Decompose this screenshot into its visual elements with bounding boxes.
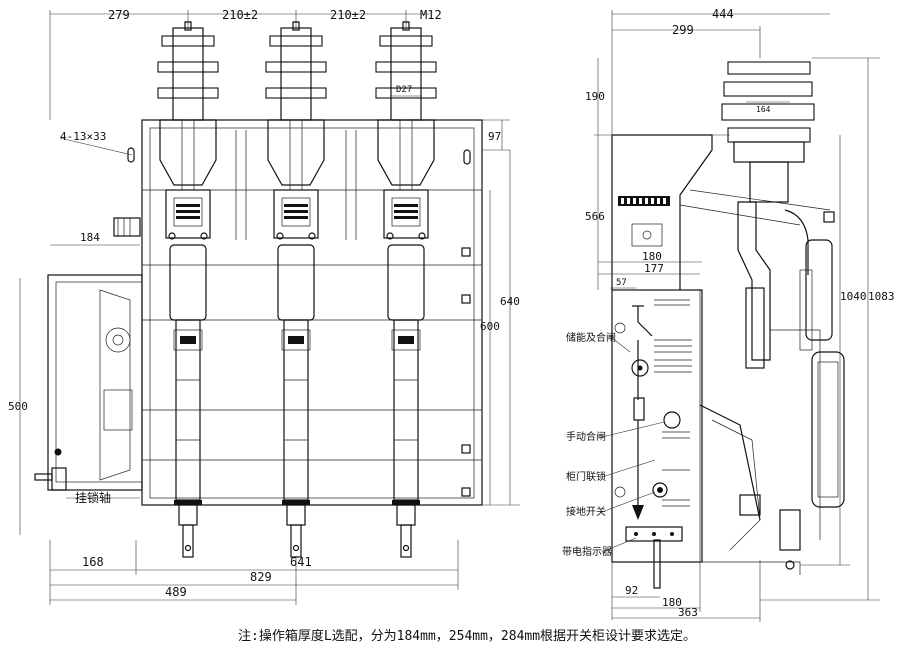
dim-279: 279 (108, 8, 130, 22)
dim-180-top: 180 (642, 250, 662, 263)
dim-489: 489 (165, 585, 187, 599)
dim-210-a: 210±2 (222, 8, 258, 22)
label-manual-close: 手动合闸 (566, 430, 606, 443)
footnote: 注:操作箱厚度L选配，分为184mm，254mm，284mm根据开关柜设计要求选… (238, 628, 696, 644)
dim-d27: D27 (396, 85, 412, 95)
dim-1083: 1083 (868, 290, 895, 303)
dim-444: 444 (712, 7, 734, 21)
dim-184: 184 (80, 231, 100, 244)
dim-500: 500 (8, 400, 28, 413)
dim-hole-callout: 4-13×33 (60, 130, 106, 143)
label-earthing-switch: 接地开关 (566, 505, 606, 518)
pole-c (375, 21, 437, 558)
side-view: 444 299 164 190 566 (562, 7, 895, 622)
label-live-indicator: 带电指示器 (562, 545, 612, 558)
dim-190: 190 (585, 90, 605, 103)
dim-829: 829 (250, 570, 272, 584)
dim-299: 299 (672, 23, 694, 37)
dim-168: 168 (82, 555, 104, 569)
dim-1040: 1040 (840, 290, 867, 303)
dim-363: 363 (678, 606, 698, 619)
dim-57: 57 (616, 278, 627, 288)
front-view: 279 210±2 210±2 M12 D27 4-13×33 184 97 5… (8, 8, 520, 605)
label-lock-shaft: 挂锁轴 (75, 490, 111, 505)
dim-210-b: 210±2 (330, 8, 366, 22)
dim-640: 640 (500, 295, 520, 308)
dim-566: 566 (585, 210, 605, 223)
dim-177: 177 (644, 262, 664, 275)
label-door-interlock: 柜门联锁 (566, 470, 606, 483)
dim-600: 600 (480, 320, 500, 333)
dim-92: 92 (625, 584, 638, 597)
dim-97: 97 (488, 130, 501, 143)
pole-b (265, 21, 327, 558)
dim-641: 641 (290, 555, 312, 569)
dim-164: 164 (756, 105, 771, 114)
dim-180-bottom: 180 (662, 596, 682, 609)
label-charge-close: 储能及合闸 (566, 331, 616, 344)
pole-a (157, 21, 219, 558)
dim-m12: M12 (420, 8, 442, 22)
